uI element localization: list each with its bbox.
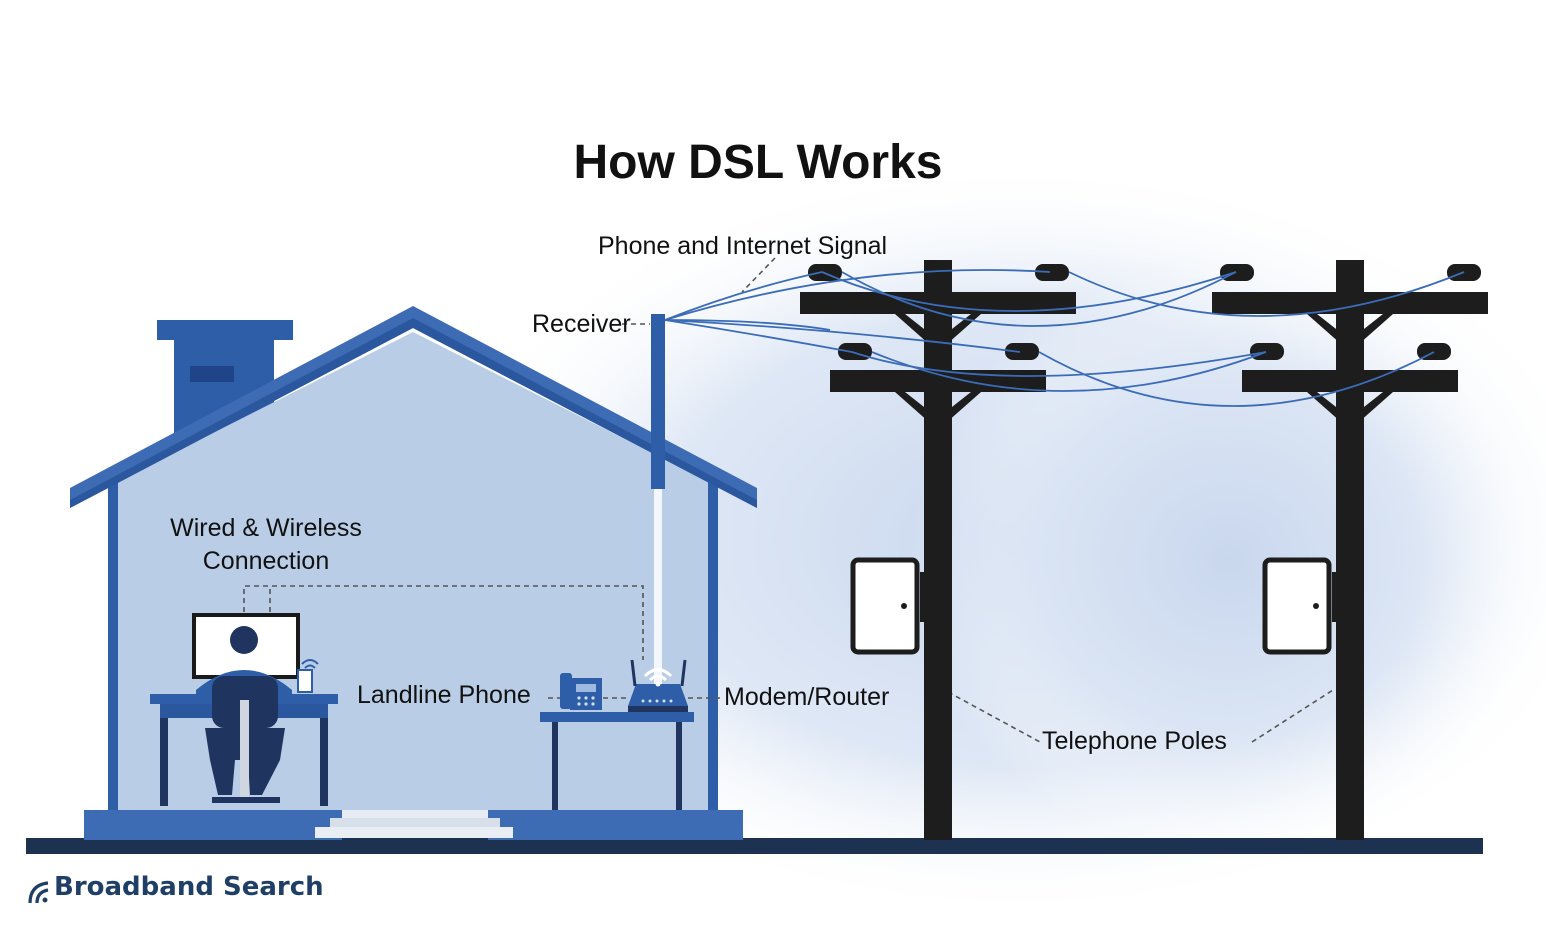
signal-wires (664, 269, 1465, 407)
wired-wireless-label: Wired & Wireless Connection (160, 512, 372, 577)
connection-dashes (243, 257, 1334, 743)
ground-line (26, 838, 1483, 854)
signal-label: Phone and Internet Signal (598, 232, 888, 260)
receiver-label: Receiver (532, 310, 631, 338)
broadband-search-logo-icon (28, 881, 49, 904)
person-at-computer-icon (150, 613, 338, 806)
wired-wireless-line1: Wired & Wireless (170, 514, 362, 542)
diagram-title: How DSL Works (573, 136, 943, 189)
brand-logo: Broadband Search (28, 872, 324, 902)
receiver-mast (651, 314, 665, 489)
modem-label: Modem/Router (724, 683, 890, 711)
router-icon (628, 659, 688, 712)
poles-label: Telephone Poles (1042, 727, 1227, 755)
sky-haze-right (910, 260, 1546, 860)
telephone-pole-icon (800, 260, 1076, 840)
wired-wireless-line2: Connection (202, 546, 330, 575)
landline-label: Landline Phone (357, 681, 531, 709)
wifi-icon (301, 659, 319, 669)
telephone-icon (540, 673, 694, 810)
telephone-pole-icon (1212, 260, 1488, 840)
brand-name: Broadband Search (54, 872, 324, 902)
receiver-cable (654, 489, 662, 694)
